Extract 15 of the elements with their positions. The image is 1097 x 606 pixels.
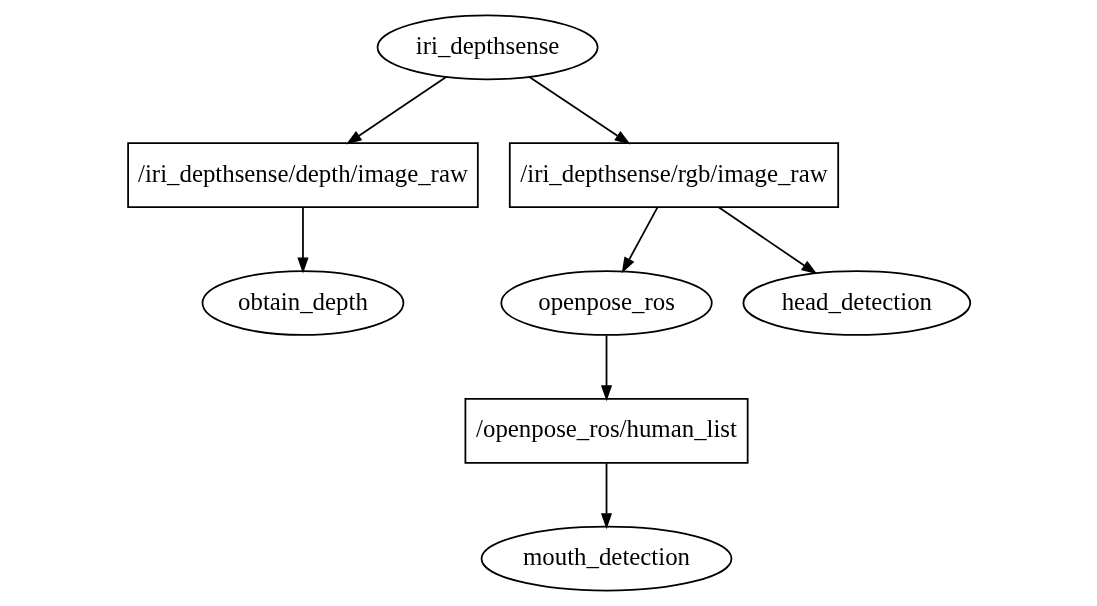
- arrow: [717, 206, 817, 275]
- arrow: [296, 206, 309, 274]
- node-box: /iri_depthsense/depth/image_raw: [126, 142, 479, 209]
- arrow: [621, 206, 658, 274]
- node-ellipse: iri_depthsense: [376, 14, 598, 81]
- node-box: /iri_depthsense/rgb/image_raw: [508, 142, 839, 209]
- arrow: [528, 76, 631, 145]
- node-ellipse: obtain_depth: [201, 270, 404, 336]
- arrow: [345, 76, 447, 145]
- node-box: /openpose_ros/human_list: [464, 397, 749, 464]
- arrow: [600, 462, 612, 530]
- node-ellipse: head_detection: [742, 270, 971, 336]
- node-ellipse: openpose_ros: [499, 270, 713, 336]
- arrow: [600, 334, 612, 402]
- node-ellipse: mouth_detection: [480, 525, 732, 592]
